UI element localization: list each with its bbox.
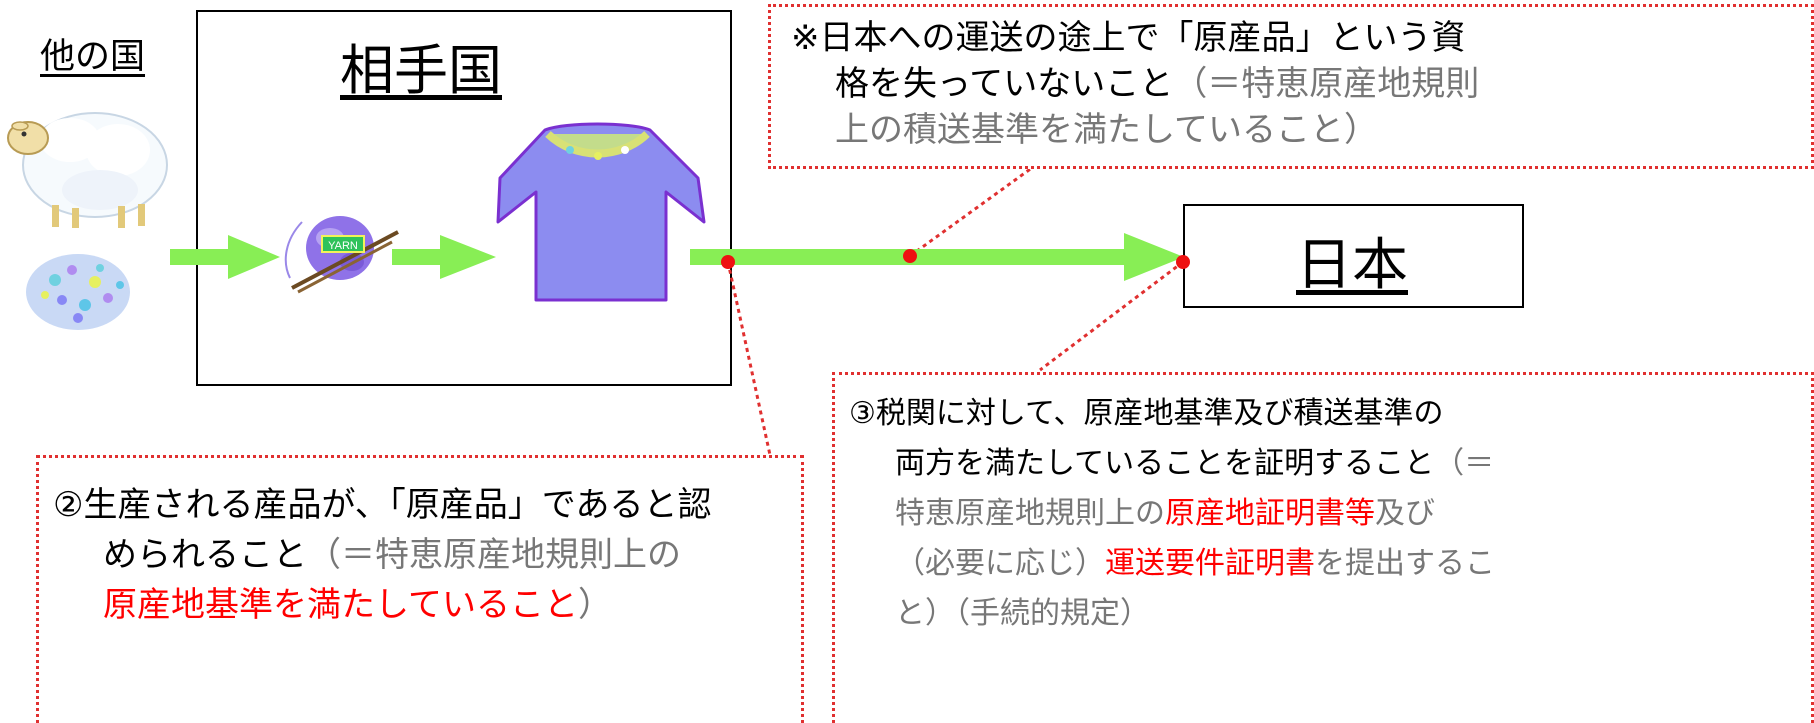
sheep-icon: [7, 112, 168, 228]
note-customs-line2-gray: （＝: [1434, 446, 1495, 481]
other-country-label: 他の国: [40, 37, 146, 77]
note-origin-line3-gray: ）: [577, 585, 612, 625]
dot-japan: [1176, 255, 1190, 269]
note-origin-line3-red: 原産地基準を満たしていること: [103, 585, 578, 625]
note-origin-line2-gray: （＝特恵原産地規則上の: [307, 535, 681, 575]
note-customs-line5: と）（手続的規定）: [895, 596, 1150, 631]
note-transport-line2-gray: （＝特恵原産地規則: [1173, 64, 1480, 104]
note-customs-line3-red: 原産地証明書等: [1165, 496, 1375, 531]
note-customs-line4-gray-b: を提出するこ: [1315, 546, 1495, 581]
connector-origin: [726, 261, 772, 456]
note-customs-line3-gray-a: 特恵原産地規則上の: [895, 496, 1165, 531]
connector-customs: [1039, 260, 1184, 372]
yarn-ball-icon: [284, 216, 399, 294]
note-customs: ③税関に対して、原産地基準及び積送基準の 両方を満たしていることを証明すること（…: [832, 372, 1814, 723]
note-customs-line4-gray-a: （必要に応じ）: [895, 546, 1105, 581]
note-customs-line2: 両方を満たしていることを証明すること: [895, 446, 1435, 481]
dot-export: [721, 255, 735, 269]
arrow-1: [170, 235, 280, 279]
note-origin-line2: められること: [103, 535, 307, 575]
note-customs-line1: ③税関に対して、原産地基準及び積送基準の: [849, 396, 1444, 431]
note-transport: ※日本への運送の途上で「原産品」という資 格を失っていないこと（＝特恵原産地規則…: [768, 4, 1814, 169]
japan-label: 日本: [1296, 233, 1408, 298]
yarn-tag-text: YARN: [328, 240, 358, 252]
japan-box: [1183, 204, 1524, 308]
note-customs-line4-red: 運送要件証明書: [1105, 546, 1315, 581]
note-customs-line3-gray-b: 及び: [1375, 496, 1435, 531]
note-transport-line2: 格を失っていないこと: [835, 64, 1174, 104]
arrow-2: [392, 235, 496, 279]
note-transport-line3: 上の積送基準を満たしていること）: [835, 110, 1378, 150]
sweater-icon: [496, 122, 706, 302]
note-origin: ②生産される産品が、「原産品」であると認 められること（＝特恵原産地規則上の 原…: [36, 455, 804, 723]
partner-country-label: 相手国: [340, 39, 502, 102]
note-origin-line1: ②生産される産品が、「原産品」であると認: [53, 485, 712, 525]
wool-fluff-icon: [26, 254, 130, 330]
note-transport-line1: ※日本への運送の途上で「原産品」という資: [791, 18, 1466, 58]
dot-transit: [903, 249, 917, 263]
connector-transport: [909, 160, 1041, 258]
arrow-main: [690, 233, 1184, 281]
